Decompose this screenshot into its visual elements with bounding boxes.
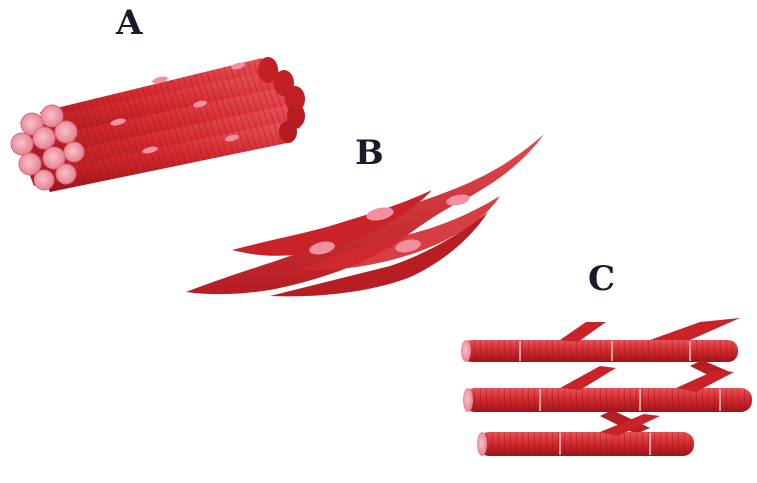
skeletal-muscle-bundle (11, 57, 305, 192)
cardiac-fiber (464, 366, 752, 434)
panel-label-b: B (355, 136, 384, 170)
panel-label-c: C (588, 262, 615, 296)
cardiac-muscle-fibers (461, 318, 752, 456)
cardiac-fiber (478, 414, 694, 456)
panel-label-a: A (116, 6, 142, 40)
